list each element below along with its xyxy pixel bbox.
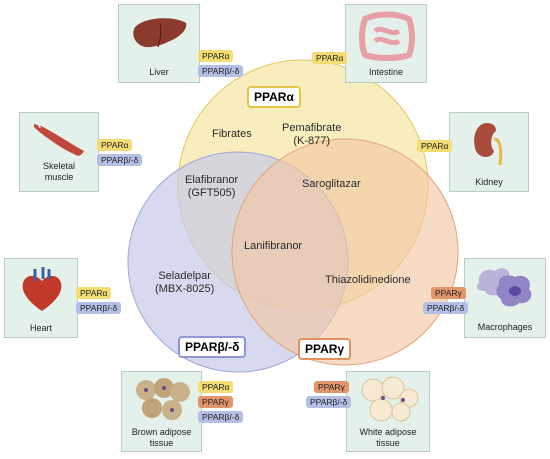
liver-label: Liver <box>149 67 169 77</box>
circle-ppar-gamma <box>231 138 459 366</box>
kidney-icon <box>474 123 503 166</box>
drug-pemafibrate: Pemafibrate (K-877) <box>282 122 342 147</box>
brown-adipose-tag-ppar-beta-delta: PPARβ/-δ <box>198 411 244 423</box>
heart-tag-ppar-alpha: PPARα <box>76 287 112 299</box>
macrophages-label: Macrophages <box>477 322 533 332</box>
drug-elafibranor: Elafibranor (GFT505) <box>185 174 239 199</box>
liver-tag-ppar-beta-delta: PPARβ/-δ <box>198 65 244 77</box>
drug-seladelpar: Seladelpar (MBX-8025) <box>155 270 215 295</box>
white-adipose-tag-ppar-gamma: PPARγ <box>314 381 349 393</box>
heart-icon <box>22 267 62 311</box>
muscle-tag-ppar-alpha: PPARα <box>97 139 133 151</box>
white-adipose-tag-ppar-beta-delta: PPARβ/-δ <box>306 396 352 408</box>
skeletal-muscle-label: Skeletal muscle <box>42 161 76 182</box>
drug-lanifibranor: Lanifibranor <box>244 240 303 252</box>
brown-adipose-tag-ppar-gamma: PPARγ <box>198 396 233 408</box>
liver-icon <box>133 18 187 48</box>
brown-adipose-tag-ppar-alpha: PPARα <box>198 381 234 393</box>
ppar-beta-delta-title: PPARβ/-δ <box>178 336 247 358</box>
skeletal-muscle-panel: Skeletal muscle <box>19 112 99 192</box>
heart-panel: Heart <box>4 258 78 338</box>
brown-adipose-label: Brown adipose tissue <box>131 427 192 448</box>
heart-label: Heart <box>29 323 52 333</box>
liver-tag-ppar-alpha: PPARα <box>198 50 234 62</box>
white-adipose-label: White adipose tissue <box>359 427 417 448</box>
macrophages-tag-ppar-gamma: PPARγ <box>431 287 466 299</box>
intestine-panel: Intestine <box>345 4 427 83</box>
kidney-label: Kidney <box>475 177 503 187</box>
white-adipose-panel: White adipose tissue <box>346 371 430 452</box>
heart-tag-ppar-beta-delta: PPARβ/-δ <box>76 302 122 314</box>
brown-adipose-icon <box>136 378 190 420</box>
muscle-tag-ppar-beta-delta: PPARβ/-δ <box>97 154 143 166</box>
macrophages-tag-ppar-beta-delta: PPARβ/-δ <box>423 302 469 314</box>
intestine-tag-ppar-alpha: PPARα <box>312 52 348 64</box>
intestine-icon <box>359 11 415 61</box>
drug-saroglitazar: Saroglitazar <box>302 178 361 190</box>
white-adipose-icon <box>361 376 419 422</box>
drug-fibrates: Fibrates <box>212 128 252 140</box>
intestine-label: Intestine <box>368 67 404 77</box>
kidney-panel: Kidney <box>449 112 529 192</box>
ppar-gamma-title: PPARγ <box>298 338 352 360</box>
kidney-tag-ppar-alpha: PPARα <box>417 140 453 152</box>
ppar-alpha-title: PPARα <box>247 86 301 108</box>
brown-adipose-panel: Brown adipose tissue <box>121 371 202 452</box>
macrophages-panel: Macrophages <box>464 258 546 338</box>
drug-thiazolidinedione: Thiazolidinedione <box>325 274 411 286</box>
muscle-icon <box>33 122 84 156</box>
macrophage-icon <box>477 268 532 307</box>
liver-panel: Liver <box>118 4 200 83</box>
